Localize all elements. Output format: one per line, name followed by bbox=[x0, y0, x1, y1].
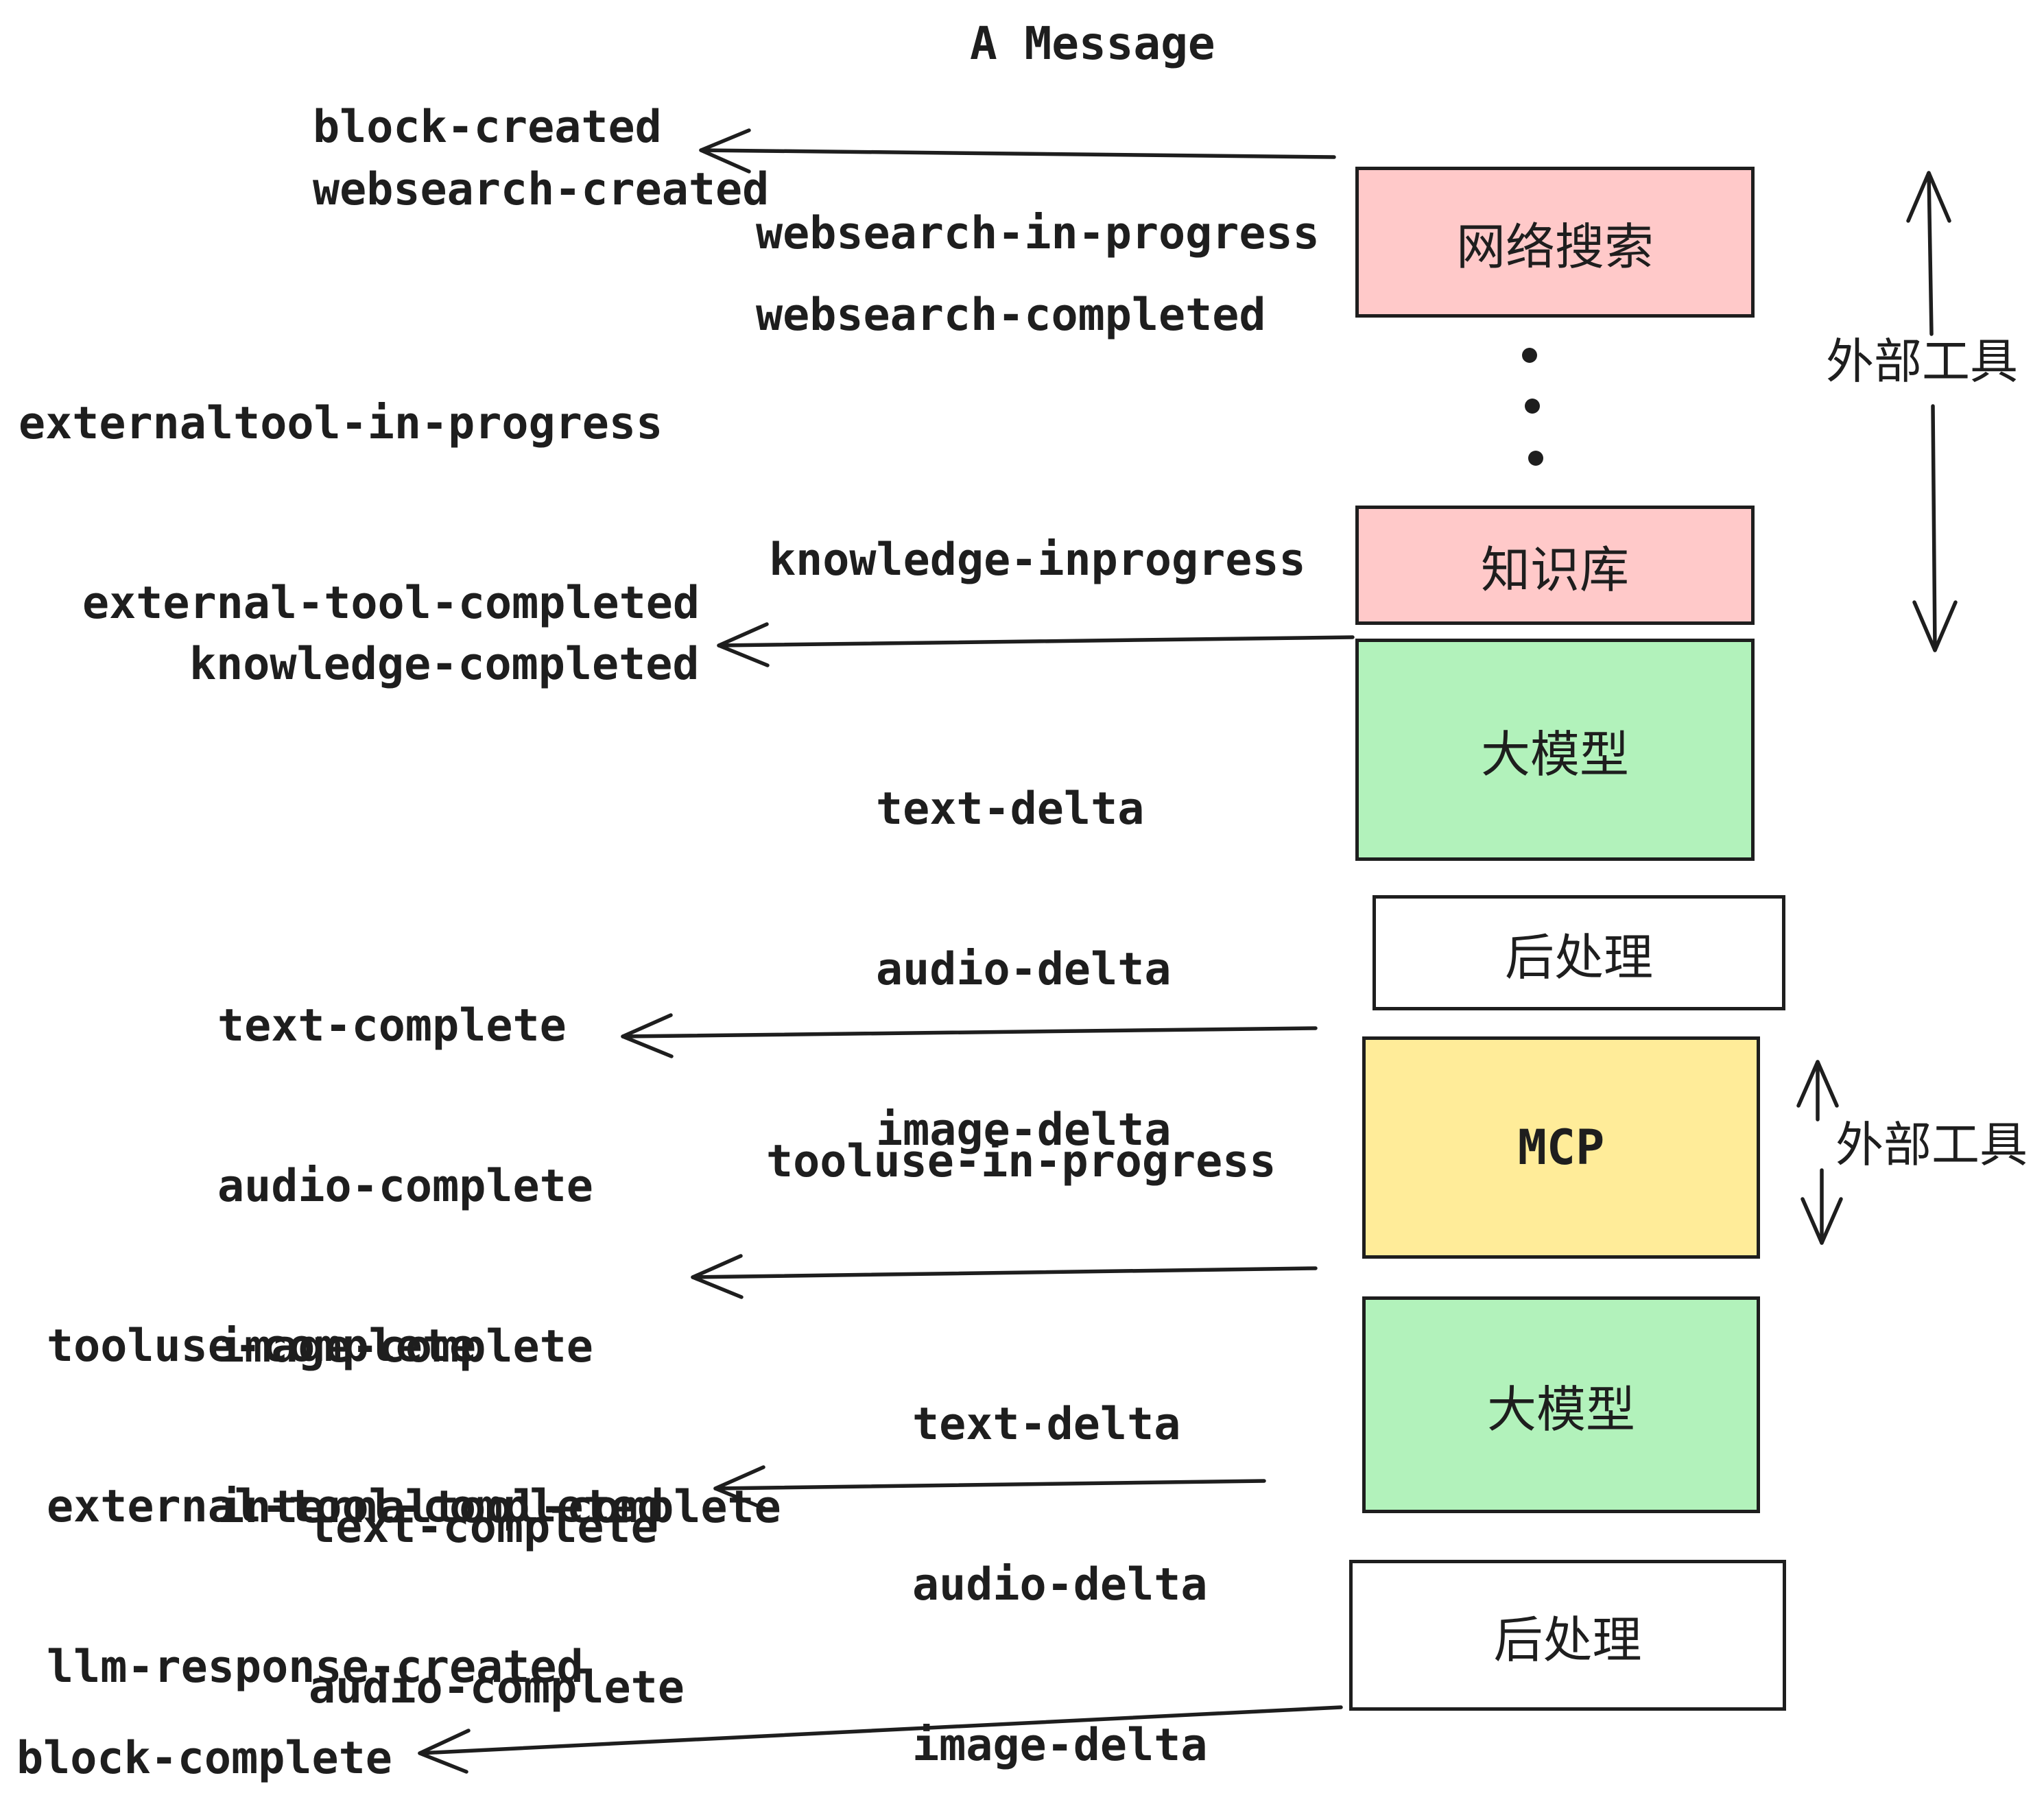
event-group-delta-1: text-delta audio-delta image-delta bbox=[876, 686, 1171, 1266]
event-block-complete: block-complete bbox=[16, 1733, 392, 1784]
box-knowledge-label: 知识库 bbox=[1480, 541, 1629, 599]
event-external-tool-completed-2: external-tool-completed bbox=[47, 1481, 665, 1532]
event-tooluse-in-progress: tooluse-in-progress bbox=[766, 1136, 1276, 1187]
diagram-title: A Message bbox=[970, 17, 1215, 70]
event-block-created: block-created bbox=[313, 102, 662, 153]
arrow-mcp-to-tooluse-complete bbox=[691, 1254, 1318, 1299]
event-text-complete-2: text-complete bbox=[309, 1502, 658, 1553]
event-audio-complete-2: audio-complete bbox=[309, 1662, 685, 1713]
event-knowledge-inprogress: knowledge-inprogress bbox=[769, 534, 1306, 586]
event-text-complete: text-complete bbox=[217, 1000, 567, 1052]
box-postprocess-2-label: 后处理 bbox=[1493, 1611, 1642, 1669]
event-tooluse-complete: tooluse-complete bbox=[47, 1320, 477, 1372]
event-externaltool-in-progress: externaltool-in-progress bbox=[19, 398, 663, 449]
event-websearch-created: websearch-created bbox=[313, 164, 770, 215]
arrow-websearch-to-created bbox=[699, 128, 1336, 174]
event-image-delta: image-delta bbox=[876, 1104, 1172, 1156]
side-label-external-tools-top: 外部工具 bbox=[1826, 333, 2018, 390]
box-postprocess-1: 后处理 bbox=[1372, 895, 1785, 1010]
box-postprocess-1-label: 后处理 bbox=[1504, 928, 1653, 986]
arrow-llm1-to-knowledge-completed bbox=[717, 622, 1355, 667]
box-llm-1: 大模型 bbox=[1355, 639, 1755, 861]
event-knowledge-completed: knowledge-completed bbox=[189, 639, 700, 690]
arrow-llm2-to-complete-list bbox=[713, 1465, 1266, 1510]
event-group-delta-2: text-delta audio-delta image-delta bbox=[912, 1301, 1207, 1804]
event-text-delta-2: text-delta bbox=[912, 1399, 1181, 1450]
box-websearch: 网络搜索 bbox=[1355, 167, 1755, 318]
arrow-mcp-to-complete-list bbox=[621, 1013, 1318, 1058]
event-internaltool-complete: internaltool-complete bbox=[217, 1482, 781, 1533]
arrow-post2-to-block-complete bbox=[418, 1705, 1343, 1774]
event-external-tool-completed: external-tool-completed bbox=[82, 578, 700, 629]
box-mcp: MCP bbox=[1362, 1036, 1760, 1259]
event-audio-delta-2: audio-delta bbox=[912, 1559, 1208, 1611]
event-group-complete-1: text-complete audio-complete image-compl… bbox=[217, 903, 781, 1643]
box-llm-2-label: 大模型 bbox=[1486, 1380, 1635, 1438]
event-audio-delta: audio-delta bbox=[876, 944, 1172, 995]
event-text-delta: text-delta bbox=[876, 783, 1145, 835]
side-label-external-tools-mid: 外部工具 bbox=[1835, 1117, 2028, 1173]
event-websearch-in-progress: websearch-in-progress bbox=[756, 208, 1320, 259]
event-image-delta-2: image-delta bbox=[912, 1720, 1208, 1771]
box-mcp-label: MCP bbox=[1517, 1119, 1605, 1176]
event-websearch-completed: websearch-completed bbox=[756, 289, 1266, 341]
external-tools-mid-up-arrow bbox=[1796, 1060, 1839, 1121]
box-postprocess-2: 后处理 bbox=[1349, 1560, 1786, 1711]
event-group-complete-2: text-complete audio-complete image-compl… bbox=[309, 1404, 872, 1804]
event-llm-response-created: llm-response-created bbox=[47, 1641, 584, 1693]
event-group-left-2: tooluse-complete external-tool-completed… bbox=[47, 1223, 664, 1803]
vertical-ellipsis bbox=[1522, 348, 1543, 466]
box-llm-1-label: 大模型 bbox=[1480, 725, 1629, 783]
box-knowledge: 知识库 bbox=[1355, 506, 1755, 625]
box-websearch-label: 网络搜索 bbox=[1455, 217, 1654, 276]
event-audio-complete: audio-complete bbox=[217, 1161, 593, 1212]
box-llm-2: 大模型 bbox=[1362, 1296, 1760, 1513]
external-tools-mid-down-arrow bbox=[1801, 1168, 1843, 1245]
external-tools-top-down-arrow bbox=[1912, 404, 1958, 652]
external-tools-top-up-arrow bbox=[1906, 171, 1951, 336]
event-image-complete: image-complete bbox=[217, 1321, 593, 1373]
